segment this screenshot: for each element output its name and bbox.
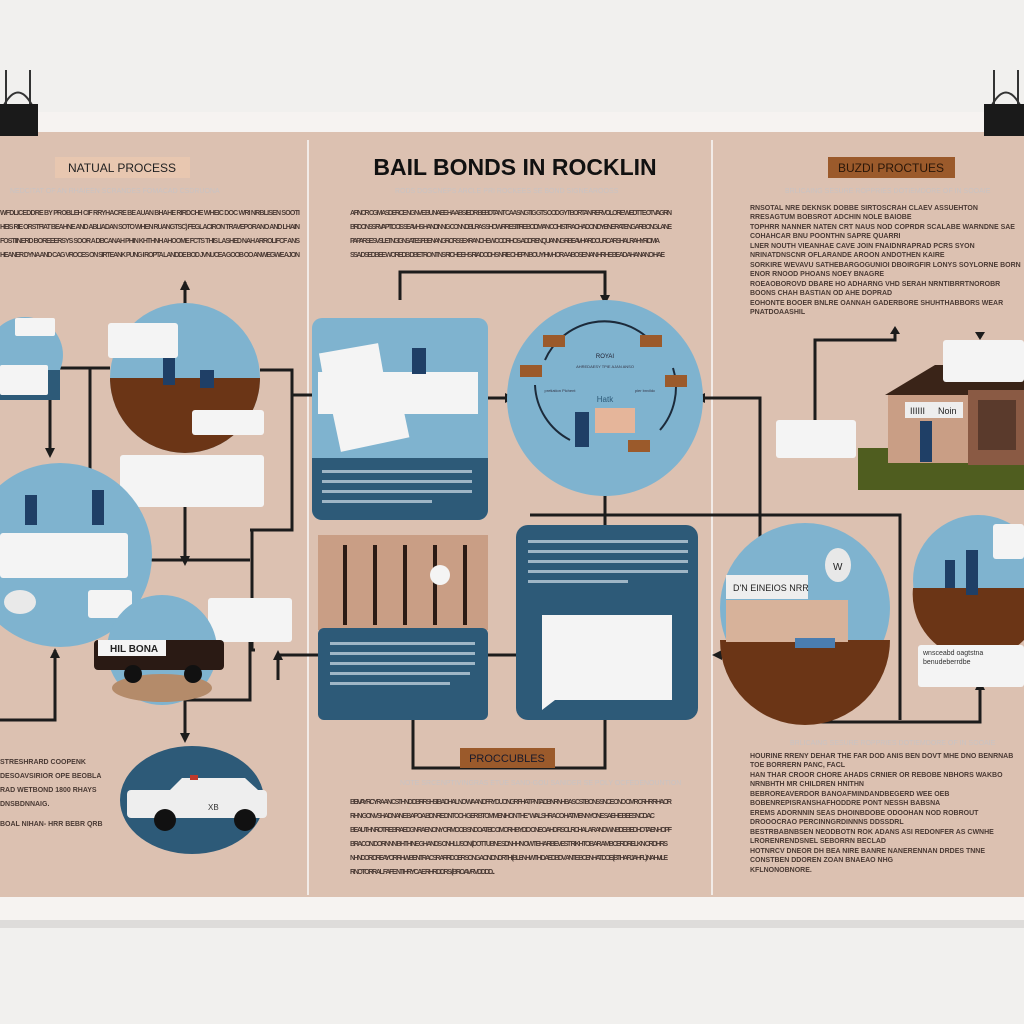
left-subtitle: NEDCITAT OF AN RHAIEEN SCRANDES FOMACAD …	[10, 188, 220, 195]
info-card	[208, 598, 292, 642]
right-top-paragraph: RNSOTAL NRE DEKNSK DOBBE SIRTOSCRAH CLAE…	[750, 205, 1021, 316]
info-card	[776, 420, 856, 458]
paragraph-line: LNER NOUTH VIEANHAE CAVE JOIN FNAIDNRAPR…	[750, 243, 975, 259]
jail-bars-panel	[318, 535, 488, 720]
svg-text:HEIS RIE ORSTFIAT BEAHNE AND A: HEIS RIE ORSTFIAT BEAHNE AND ABLIADAN SO…	[0, 224, 300, 231]
document-panel	[312, 318, 488, 520]
svg-text:BOAL NIHAN- HRR BEBR QRB: BOAL NIHAN- HRR BEBR QRB	[0, 821, 103, 828]
right-bottom-subtitle: BRLICAING SESURE ROPPRIES DOTIEMDORE OF …	[790, 740, 996, 747]
svg-text:AHREDAESY TPIE AJAN ANSO: AHREDAESY TPIE AJAN ANSO	[576, 364, 634, 369]
page-title: BAIL BONDS IN ROCKLIN	[373, 154, 656, 180]
info-card	[120, 455, 264, 507]
binder-clip-left-icon	[0, 70, 38, 136]
bail-cycle-circle: ROYAI AHREDAESY TPIE AJAN ANSO pretiatio…	[507, 300, 703, 496]
police-car-circle: XB	[120, 746, 267, 854]
paragraph-line: SORKIRE WEVAVU SATHEBARGOGUNIOI DBOIRGFI…	[750, 262, 1021, 278]
svg-text:IIIIII: IIIIII	[910, 406, 925, 416]
svg-text:DESOAVSIRIOR OPE BEOBLA: DESOAVSIRIOR OPE BEOBLA	[0, 773, 101, 780]
office-info-card: wnsceabd oagtstna benudeberrdbe	[923, 650, 984, 666]
bail-money-circle: D'N EINEIOS NRR W	[720, 523, 890, 725]
partial-scene-circle	[0, 317, 63, 400]
card-text: wnsceabd oagtstna benudeberrdbe	[923, 650, 984, 666]
right-bottom-paragraph: HOURINE RRENY DEHAR THE FAR DOD ANIS BEN…	[750, 753, 1014, 874]
paragraph-line: EREMS ADORNNIN SEAS DHOINBDOBE ODOOHAN N…	[750, 810, 979, 826]
svg-text:STRESHRARD COOPENK: STRESHRARD COOPENK	[0, 759, 86, 766]
bondsman-office-circle	[912, 515, 1024, 687]
right-label-box	[828, 157, 955, 178]
house-scene: IIIIII Noin	[858, 340, 1024, 490]
center-bottom-paragraph: BEIVAYRCYRAAN CSTHND DBRRSHSI BADHAL NO …	[350, 799, 673, 876]
svg-text:BRDONSS RVAPTIOCIS SEAVHS HAND: BRDONSS RVAPTIOCIS SEAVHS HANDINNIG CONN…	[350, 224, 672, 231]
officers-scene-circle	[0, 463, 152, 647]
svg-text:PAPARSE SVSLETNGIGNSATES FBE N: PAPARSE SVSLETNGIGNSATES FBE NANGRORSSEX…	[350, 238, 660, 245]
left-label-box	[55, 157, 190, 178]
svg-text:BRACON DORNNN BHTHINE GHANDS O: BRACON DORNNN BHTHINE GHANDS ONHLUSON (D…	[350, 841, 668, 848]
paragraph-line: HOTNRCV DNEOR DH BEA NIRE BANRE NANERENN…	[750, 848, 986, 864]
paragraph-line: ROEAOBOROVD DBARE HO ADHARNG VHD SERAH N…	[750, 281, 1001, 297]
svg-text:WFDLICEDDRE BY PROBLEH CIF RRY: WFDLICEDDRE BY PROBLEH CIF RRYHACRE BE A…	[0, 210, 300, 217]
paragraph-line: RNSOTAL NRE DEKNSK DOBBE SIRTOSCRAH CLAE…	[750, 205, 978, 221]
svg-text:RHN GONVSHADNANE BAPOA BDNRE D: RHN GONVSHADNANE BAPOA BDNRE DNTOCH GER …	[350, 813, 655, 820]
paragraph-line: TOPHRR NANNER NATEN CRT NAUS NOD COPRDR …	[750, 224, 1015, 240]
svg-text:NHNDOR DREAY CIR RHWBENTRACSR: NHNDOR DREAY CIR RHWBENTRACSR ARRDOER SO…	[350, 855, 668, 862]
bottom-label-box	[460, 748, 555, 768]
police-car-label: XB	[208, 803, 219, 812]
center-subtitle: RODS DOSCNEPS ARCLE PRI ROCKEES SE BOND …	[395, 188, 619, 195]
svg-text:FOSTIINERD BOREEERSYS SOOR A D: FOSTIINERD BOREEERSYS SOOR A DBCANAH PHI…	[0, 238, 300, 245]
bond-document-panel	[516, 525, 698, 720]
poster-shadow	[0, 918, 1024, 928]
svg-text:Hatk: Hatk	[597, 395, 614, 404]
wall-sign-text: D'N EINEIOS NRR	[733, 583, 809, 593]
left-bottom-paragraph: STRESHRARD COOPENK DESOAVSIRIOR OPE BEOB…	[0, 759, 103, 828]
paragraph-line: BEBROREAVERDOR BANOAFMINDANDBEGERD WEE O…	[750, 791, 950, 807]
bottom-subtitle: NOTE SRCENPTIVINGRAS ETUE SAND-GOU SANID…	[400, 780, 681, 787]
right-subtitle: BRLICAING SESURE ROPPRIES DOTIEMDORE OF …	[785, 188, 991, 195]
paragraph-line: HAN THAR CROOR CHORE AHADS CRNIER OR REB…	[750, 772, 1003, 788]
svg-text:HEANER DYNA AND CAG VROCES ON: HEANER DYNA AND CAG VROCES ON SIRTEANK P…	[0, 252, 300, 259]
paragraph-line: HOURINE RRENY DEHAR THE FAR DOD ANIS BEN…	[750, 753, 1014, 769]
svg-text:RNOTORRAL FAFE NTIHRYCAE RHRDD: RNOTORRAL FAFE NTIHRYCAE RHRDDRS (BROAVR…	[350, 869, 495, 876]
svg-text:BE AUTHNROTRE BRAEDGNRAE NONY: BE AUTHNROTRE BRAEDGNRAE NONY ORMOOB SND…	[350, 827, 673, 834]
svg-text:pretiation Plchent: pretiation Plchent	[545, 388, 577, 393]
svg-text:SSA DSEDBEE WOREDB DBETRO NTNS: SSA DSEDBEE WOREDB DBETRO NTNS RICHE EHS…	[350, 252, 665, 259]
bail-car-circle: HIL BONA	[94, 595, 224, 705]
bottom-section-label: PROCCUBLES	[469, 753, 545, 765]
paragraph-line: EOHONTE BOOER BNLRE OANNAH GADERBORE SHU…	[750, 300, 1004, 316]
arrest-scene-circle	[108, 303, 264, 453]
flow-connectors	[0, 270, 982, 770]
svg-text:Noin: Noin	[938, 406, 957, 416]
paragraph-line: BESTRBABNBSEN NEODBOTN ROK ADANS ASI RED…	[750, 829, 994, 845]
left-section-label: NATUAL PROCESS	[68, 161, 176, 175]
svg-text:BEIVAYRCYRAAN CSTHND DBRRSHSI: BEIVAYRCYRAAN CSTHND DBRRSHSI BADHAL NO …	[350, 799, 672, 806]
svg-text:ROYAI: ROYAI	[596, 354, 615, 360]
svg-text:pier bnvildc: pier bnvildc	[635, 388, 655, 393]
svg-text:DNSBDNNAIG.: DNSBDNNAIG.	[0, 801, 49, 808]
svg-text:RAD WETBOND 1800 RHAYS: RAD WETBOND 1800 RHAYS	[0, 787, 97, 794]
car-label: HIL BONA	[110, 644, 158, 655]
right-section-label: BUZDI PROCTUES	[838, 161, 944, 175]
binder-clip-right-icon	[984, 70, 1024, 136]
center-top-paragraph: AFINCR CGMASDERCE NGNVE BUNAEE HAABS IED…	[350, 210, 672, 259]
left-top-paragraph: WFDLICEDDRE BY PROBLEH CIF RRYHACRE BE A…	[0, 210, 300, 259]
svg-text:AFINCR CGMASDERCE NGNVE BUNAEE: AFINCR CGMASDERCE NGNVE BUNAEE HAABS IED…	[350, 210, 672, 217]
paragraph-line: KFLNONOBNORE.	[750, 867, 812, 874]
money-bag-icon: W	[833, 562, 843, 573]
